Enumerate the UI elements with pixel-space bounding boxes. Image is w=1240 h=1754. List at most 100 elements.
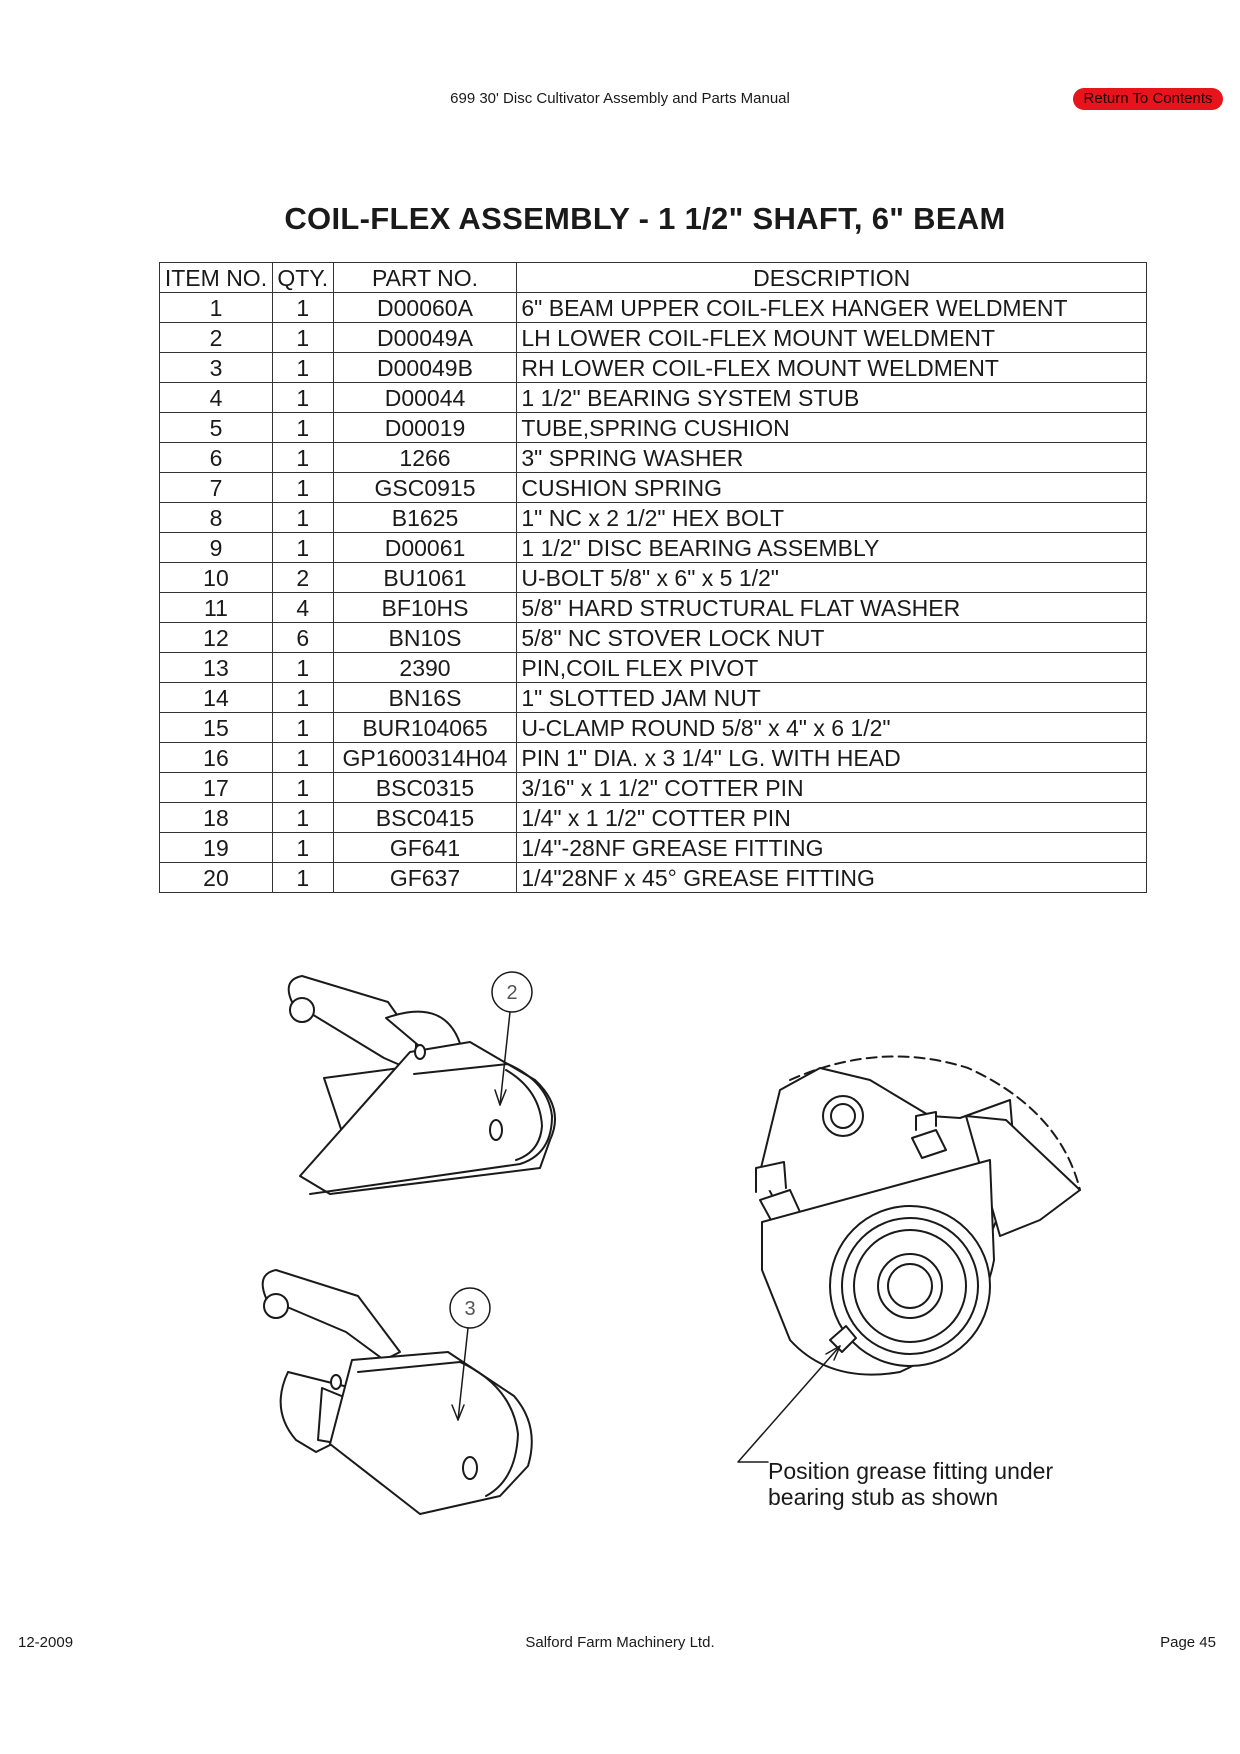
column-header-item: ITEM NO. bbox=[159, 262, 273, 293]
cell-qty: 1 bbox=[271, 502, 334, 533]
callout-3-arrowhead bbox=[451, 1404, 465, 1421]
cell-part-no: D00019 bbox=[332, 412, 518, 443]
cell-item-no: 3 bbox=[159, 352, 273, 383]
cell-part-no: GSC0915 bbox=[332, 472, 518, 503]
cell-description: 1 1/2" BEARING SYSTEM STUB bbox=[516, 382, 1147, 413]
callout-2-bubble bbox=[491, 971, 533, 1013]
cell-description: PIN,COIL FLEX PIVOT bbox=[516, 652, 1147, 683]
manual-title: 699 30' Disc Cultivator Assembly and Par… bbox=[450, 90, 790, 107]
cell-description: 1 1/2" DISC BEARING ASSEMBLY bbox=[516, 532, 1147, 563]
cell-item-no: 1 bbox=[159, 292, 273, 323]
cell-description: LH LOWER COIL-FLEX MOUNT WELDMENT bbox=[516, 322, 1147, 353]
callout-3-bubble bbox=[449, 1287, 491, 1329]
cell-qty: 1 bbox=[271, 682, 334, 713]
cell-part-no: BU1061 bbox=[332, 562, 518, 593]
cell-qty: 1 bbox=[271, 832, 334, 863]
cell-description: TUBE,SPRING CUSHION bbox=[516, 412, 1147, 443]
note-line-1: Position grease fitting under bbox=[768, 1458, 1054, 1484]
grease-fitting-arrowhead bbox=[825, 1345, 841, 1361]
cell-qty: 1 bbox=[271, 352, 334, 383]
grease-fitting-leader bbox=[737, 1345, 841, 1463]
cell-description: 1/4"28NF x 45° GREASE FITTING bbox=[516, 862, 1147, 893]
cell-description: U-CLAMP ROUND 5/8" x 4" x 6 1/2" bbox=[516, 712, 1147, 743]
cell-item-no: 14 bbox=[159, 682, 273, 713]
rh-mount-weldment-drawing bbox=[261, 1269, 533, 1515]
callout-3-label: 3 bbox=[464, 1298, 475, 1320]
cell-qty: 1 bbox=[271, 802, 334, 833]
cell-description: 3/16" x 1 1/2" COTTER PIN bbox=[516, 772, 1147, 803]
cell-qty: 1 bbox=[271, 382, 334, 413]
cell-qty: 1 bbox=[271, 712, 334, 743]
cell-description: RH LOWER COIL-FLEX MOUNT WELDMENT bbox=[516, 352, 1147, 383]
note-line-2: bearing stub as shown bbox=[768, 1484, 999, 1510]
lh-mount-weldment-drawing bbox=[287, 975, 556, 1195]
cell-item-no: 5 bbox=[159, 412, 273, 443]
cell-qty: 4 bbox=[271, 592, 334, 623]
cell-description: 5/8" NC STOVER LOCK NUT bbox=[516, 622, 1147, 653]
cell-item-no: 7 bbox=[159, 472, 273, 503]
column-header-qty: QTY. bbox=[271, 262, 334, 293]
cell-item-no: 18 bbox=[159, 802, 273, 833]
cell-description: 1/4" x 1 1/2" COTTER PIN bbox=[516, 802, 1147, 833]
cell-qty: 1 bbox=[271, 442, 334, 473]
cell-qty: 1 bbox=[271, 412, 334, 443]
callout-2-label: 2 bbox=[506, 982, 517, 1004]
cell-qty: 1 bbox=[271, 652, 334, 683]
cell-description: CUSHION SPRING bbox=[516, 472, 1147, 503]
cell-description: 1/4"-28NF GREASE FITTING bbox=[516, 832, 1147, 863]
footer-company: Salford Farm Machinery Ltd. bbox=[525, 1634, 715, 1651]
cell-item-no: 8 bbox=[159, 502, 273, 533]
cell-item-no: 9 bbox=[159, 532, 273, 563]
cell-qty: 1 bbox=[271, 862, 334, 893]
cell-item-no: 4 bbox=[159, 382, 273, 413]
cell-qty: 1 bbox=[271, 532, 334, 563]
cell-description: 6" BEAM UPPER COIL-FLEX HANGER WELDMENT bbox=[516, 292, 1147, 323]
cell-part-no: GF641 bbox=[332, 832, 518, 863]
cell-qty: 1 bbox=[271, 472, 334, 503]
cell-item-no: 19 bbox=[159, 832, 273, 863]
cell-description: 1" NC x 2 1/2" HEX BOLT bbox=[516, 502, 1147, 533]
column-header-part: PART NO. bbox=[332, 262, 518, 293]
cell-part-no: 1266 bbox=[332, 442, 518, 473]
cell-part-no: BN10S bbox=[332, 622, 518, 653]
callout-2-arrowhead bbox=[494, 1089, 507, 1106]
cell-item-no: 11 bbox=[159, 592, 273, 623]
cell-part-no: BUR104065 bbox=[332, 712, 518, 743]
cell-description: U-BOLT 5/8" x 6" x 5 1/2" bbox=[516, 562, 1147, 593]
cell-item-no: 20 bbox=[159, 862, 273, 893]
cell-qty: 1 bbox=[271, 292, 334, 323]
cell-item-no: 10 bbox=[159, 562, 273, 593]
cell-item-no: 17 bbox=[159, 772, 273, 803]
return-to-contents-button[interactable]: Return To Contents bbox=[1073, 88, 1223, 110]
cell-qty: 1 bbox=[271, 742, 334, 773]
cell-part-no: BSC0415 bbox=[332, 802, 518, 833]
table-header-row: ITEM NO. QTY. PART NO. DESCRIPTION bbox=[159, 262, 1147, 293]
cell-description: PIN 1" DIA. x 3 1/4" LG. WITH HEAD bbox=[516, 742, 1147, 773]
page-title: COIL-FLEX ASSEMBLY - 1 1/2" SHAFT, 6" BE… bbox=[284, 201, 1006, 236]
cell-part-no: D00044 bbox=[332, 382, 518, 413]
cell-qty: 1 bbox=[271, 322, 334, 353]
cell-part-no: D00049A bbox=[332, 322, 518, 353]
cell-item-no: 16 bbox=[159, 742, 273, 773]
cell-description: 5/8" HARD STRUCTURAL FLAT WASHER bbox=[516, 592, 1147, 623]
cell-qty: 6 bbox=[271, 622, 334, 653]
bearing-detail-drawing bbox=[755, 1055, 1081, 1376]
cell-part-no: D00049B bbox=[332, 352, 518, 383]
cell-item-no: 2 bbox=[159, 322, 273, 353]
cell-item-no: 15 bbox=[159, 712, 273, 743]
